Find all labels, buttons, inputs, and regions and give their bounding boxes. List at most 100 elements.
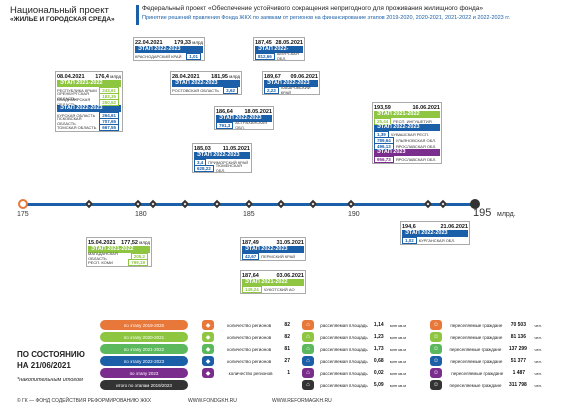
legend-regions: ◆ количество регионов 82 ◆ количество регио… — [202, 320, 290, 378]
card-date: 22.04.2021 — [135, 39, 163, 46]
house-icon: ⌂ — [302, 368, 314, 378]
pin-icon: ◆ — [202, 356, 214, 366]
stage-bar: ЭТАП 2022-2023 — [57, 105, 121, 112]
stage-bar: ЭТАП 2022-2023 — [216, 115, 272, 122]
axis-label-180: 180 — [135, 211, 147, 218]
timeline-tick — [148, 199, 158, 209]
area-unit: млн кв.м — [389, 334, 406, 340]
region-name: РЕСПУБЛИКА КРЫМ — [57, 87, 97, 93]
people-label: переселяемые граждане — [449, 382, 502, 388]
region-name: ЧУКОТСКИЙ АО — [263, 286, 295, 292]
timeline-tick — [276, 199, 286, 209]
area-value: 1,23 — [373, 334, 384, 340]
axis-label-185: 185 — [243, 211, 255, 218]
card-unit: млрд — [192, 39, 203, 45]
axis-unit: млрд. — [497, 211, 516, 218]
region-name: ТЮМЕНСКАЯ ОБЛ. — [215, 163, 242, 173]
stage-bar: ЭТАП 2022-2023 — [242, 246, 304, 253]
people-label: переселяемые граждане — [450, 334, 503, 340]
card-unit: млрд — [139, 239, 150, 245]
region-name: ПЕРМСКИЙ КРАЙ — [261, 253, 296, 259]
people-value: 81 136 — [510, 334, 526, 340]
region-value: 42,67 — [242, 252, 260, 260]
status-line2: НА 21/06/2021 — [17, 361, 71, 370]
stage-bar: ЭТАП 2021-2022 — [57, 80, 121, 87]
region-name: КУРСКАЯ ОБЛАСТЬ — [57, 112, 96, 118]
footer-link-reformagkh[interactable]: WWW.REFORMAGKH.RU — [272, 398, 332, 404]
card-unit: млрд — [229, 73, 240, 79]
axis-label-190: 190 — [348, 211, 360, 218]
region-name: ПРИМОРСКИЙ КРАЙ — [208, 159, 249, 165]
stage-bar: ЭТАП 2021-2022 — [374, 111, 440, 118]
axis-label-175: 175 — [17, 211, 29, 218]
card-date: 187,49 — [242, 239, 259, 246]
house-icon: ⌂ — [302, 320, 314, 330]
stage-bar: ЭТАП 2023 — [374, 149, 440, 156]
people-value: 137 299 — [508, 346, 527, 352]
people-label: переселяемые граждане — [450, 358, 503, 364]
legend-stages: по этапу 2019-2020 по этапу 2020-2021 по… — [100, 320, 188, 390]
status-line1: ПО СОСТОЯНИЮ — [17, 350, 85, 359]
footer-link-fondgkh[interactable]: WWW.FONDGKH.RU — [188, 398, 237, 404]
card-amount: 03.06.2021 — [276, 272, 304, 279]
timeline-end-marker — [470, 199, 480, 209]
card-date: 187,45 — [255, 39, 272, 46]
card-date: 28.04.2021 — [172, 73, 200, 80]
pin-icon: ◆ — [202, 320, 214, 330]
legend-stage-2019: по этапу 2019-2020 — [100, 320, 188, 330]
card-amount: 31.05.2021 — [276, 239, 304, 246]
region-value: 812,66 — [255, 52, 275, 60]
region-name: МАГАДАНСКАЯ ОБЛАСТЬ — [88, 251, 118, 261]
area-value: 1,73 — [373, 346, 384, 352]
decision-line: Принятие решений правления Фонда ЖКХ по … — [142, 15, 511, 21]
card-amount: 179,33 — [174, 39, 191, 46]
region-name: ВЛАДИМИРСКАЯ ОБЛАСТЬ — [57, 97, 91, 107]
regions-value: 27 — [284, 358, 290, 364]
regions-value: 81 — [284, 346, 290, 352]
people-value: 311 798 — [509, 382, 527, 388]
people-icon: ☺ — [430, 332, 442, 342]
people-label: переселяемые граждане — [451, 370, 504, 376]
region-name: ЧУВАШСКАЯ РЕСП. — [390, 131, 429, 137]
region-name: ТОМСКАЯ ОБЛАСТЬ — [57, 124, 97, 130]
people-label: переселяемые граждане — [449, 346, 502, 352]
pin-icon: ◆ — [202, 368, 214, 378]
house-icon: ⌂ — [302, 344, 314, 354]
axis-label-195: 195 — [473, 207, 492, 219]
area-value: 0,68 — [373, 358, 384, 364]
region-name: РЕСП. КОМИ — [88, 259, 113, 265]
regions-label: количество регионов — [228, 370, 273, 376]
region-name: РЕСП. ИНГУШЕТИЯ — [393, 118, 432, 124]
card-amount: 176,4 — [95, 73, 109, 80]
card-amount: 21.06.2021 — [440, 223, 468, 230]
people-unit: чел. — [534, 334, 542, 340]
legend-stage-2022: по этапу 2022-2023 — [100, 356, 188, 366]
people-value: 1 487 — [512, 370, 526, 376]
area-label: расселяемая площадь — [320, 358, 368, 364]
regions-value: 82 — [284, 322, 290, 328]
regions-label: количество регионов — [227, 358, 272, 364]
region-name: АСТРАХАНСКАЯ ОБЛ. — [235, 120, 268, 130]
region-name: ОРЕНБУРГСКАЯ ОБЛАСТЬ — [57, 91, 89, 101]
people-unit: чел. — [534, 346, 542, 352]
card-amount: 181,95 — [211, 73, 228, 80]
region-value: 2,23 — [264, 86, 279, 94]
people-unit: чел. — [534, 358, 542, 364]
stage-bar: ЭТАП 2021-2022 — [242, 279, 304, 286]
people-value: 51 377 — [510, 358, 526, 364]
house-icon: ⌂ — [302, 380, 314, 390]
footer-copyright: © ГК — ФОНД СОДЕЙСТВИЯ РЕФОРМИРОВАНИЮ ЖК… — [17, 398, 152, 404]
card-amount: 11.05.2021 — [222, 145, 250, 152]
house-icon: ⌂ — [302, 356, 314, 366]
region-value: 799,19 — [128, 258, 148, 266]
region-value: 149,24 — [242, 285, 262, 293]
stage-bar: ЭТАП 2021-2022 — [88, 246, 150, 253]
region-name: ЯРОСЛАВСКАЯ ОБЛ. — [395, 156, 437, 162]
card-unit: млрд — [110, 73, 121, 79]
